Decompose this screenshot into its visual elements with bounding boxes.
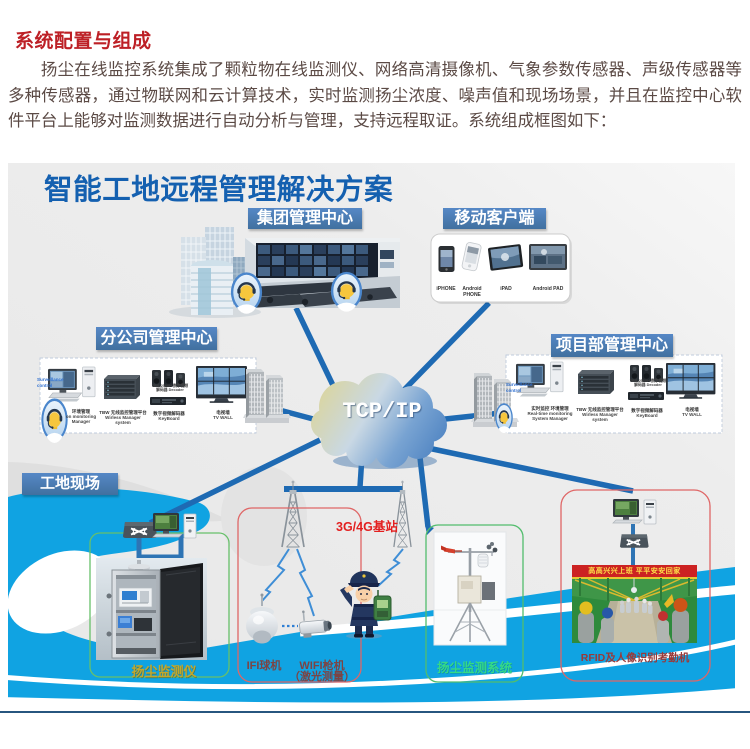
wireless-bolts (261, 548, 404, 617)
wave-bottom-mask (0, 687, 750, 714)
label-project-center: 项目部管理中心 (551, 334, 673, 357)
site-link (136, 534, 184, 560)
label-site: 工地现场 (22, 473, 118, 495)
server-icon (104, 375, 140, 399)
banner-text: 高高兴兴上班 平平安安回家 (588, 568, 681, 575)
cloud-label: TCP/IP (342, 399, 422, 424)
mobile-client-box (430, 233, 572, 304)
label-dust-monitor: 扬尘监测仪 (131, 664, 197, 679)
dust-system-box (425, 524, 524, 683)
label-branch-center: 分公司管理中心 (96, 327, 217, 350)
surveillance-note: Surveillance control (37, 377, 64, 388)
project-center-box (505, 354, 723, 434)
handheld-device (373, 590, 392, 621)
policeman-figure (340, 571, 392, 639)
label-group-center: 集团管理中心 (248, 208, 362, 229)
decoder-note-project: TBS-2500H 数字视频解码器 Decoder (629, 379, 667, 388)
tcpip-cloud (311, 373, 447, 469)
label-gun-camera: WIFI枪机 (299, 660, 345, 672)
device-label-ipad: iPAD (500, 286, 512, 292)
site-pc-icon (152, 512, 197, 539)
dome-camera-image (246, 593, 278, 644)
android-pad-image (529, 244, 567, 270)
workers (578, 596, 689, 643)
switch-icon (122, 521, 158, 539)
label-dust-system: 扬尘监测系统 (436, 661, 512, 675)
tv-wall-icon (665, 362, 716, 400)
control-room-photo (245, 238, 400, 308)
wave-white-stripe-lower (0, 635, 750, 690)
label-mobile-client: 移动客户端 (443, 208, 546, 229)
rfid-photo (572, 565, 697, 643)
tv-wall-icon (195, 365, 248, 404)
device-label-android-pad: Android PAD (532, 286, 564, 292)
device-label-android-phone: Android PHONE (462, 286, 482, 298)
label-rfid: RFID及人像识别考勤机 (580, 652, 690, 664)
rfid-box (560, 489, 711, 682)
decoder-note-branch: TBS-2500H 数字视频解码器 Decoder (151, 384, 189, 393)
intro-paragraph: 扬尘在线监控系统集成了颗粒物在线监测仪、网络高清摄像机、气象参数传感器、声级传感… (8, 61, 742, 131)
page-title: 系统配置与组成 (15, 31, 152, 52)
dust-monitor-box (89, 532, 230, 678)
iphone-image (438, 246, 455, 272)
rfid-pc-icon (612, 498, 657, 525)
branch-center-box (39, 357, 257, 434)
diagram-title: 智能工地远程管理解决方案 (44, 174, 394, 206)
wave-white-hole (7, 550, 113, 634)
label-dome-camera: IFI球机 (246, 660, 282, 672)
label-base-station: 3G/4G基站 (336, 520, 398, 534)
server-icon (578, 370, 614, 394)
weather-station-photo (433, 531, 507, 646)
dust-monitor-photo (96, 558, 207, 660)
device-label-iphone: iPHONE (436, 286, 456, 292)
android-phone-image (461, 242, 482, 272)
ipad-image (488, 244, 524, 271)
label-gun-camera-sub: （激光测量） (289, 671, 355, 683)
surveillance-note-2: Surveillance control (506, 382, 533, 393)
rfid-switch-icon (619, 533, 650, 549)
gun-camera-image (299, 610, 332, 638)
bottom-rule (0, 711, 750, 713)
